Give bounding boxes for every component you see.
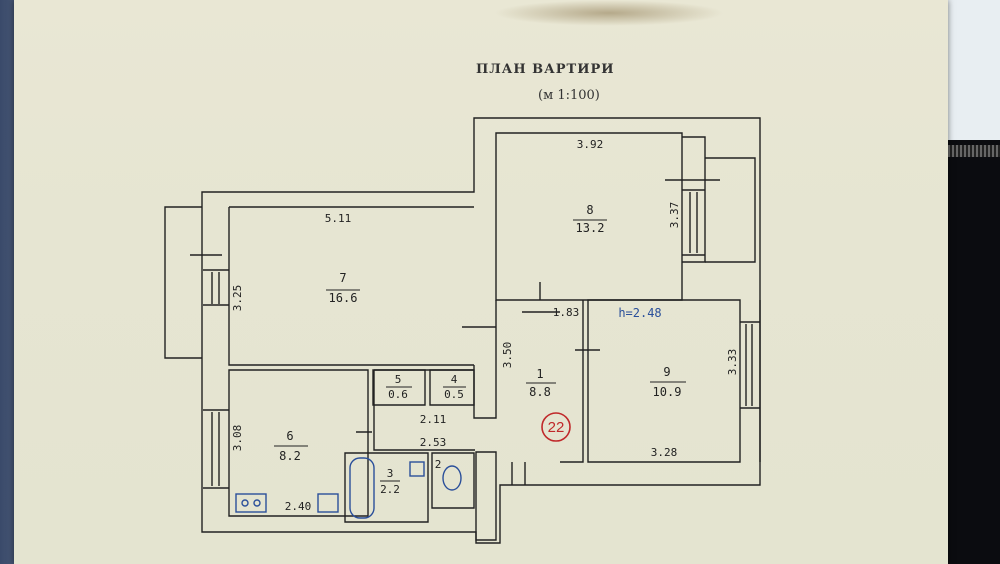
washbasin-icon — [409, 461, 425, 477]
ceiling-height-note: h=2.48 — [618, 306, 661, 320]
room-8-number: 8 — [586, 203, 593, 217]
room-6-area: 8.2 — [279, 449, 301, 463]
room-2-number: 2 — [435, 458, 442, 471]
keyboard-edge — [940, 145, 1000, 157]
plumbing-fixtures — [235, 457, 462, 519]
room-8-area: 13.2 — [576, 221, 605, 235]
room-7-number: 7 — [339, 271, 346, 285]
bathtub-icon — [349, 457, 375, 519]
room-3-area: 2.2 — [380, 483, 400, 496]
dim-room7-width: 5.11 — [325, 212, 352, 225]
room-6-number: 6 — [286, 429, 293, 443]
room-7-area: 16.6 — [329, 291, 358, 305]
paper-stain — [494, 0, 724, 26]
room-5-area: 0.6 — [388, 388, 408, 401]
window-light — [940, 0, 1000, 140]
dim-room8-depth: 3.37 — [668, 202, 681, 229]
room-1-area: 8.8 — [529, 385, 551, 399]
toilet-icon — [442, 465, 462, 491]
dim-room6-depth: 3.08 — [231, 425, 244, 452]
dim-room7-depth: 3.25 — [231, 285, 244, 312]
right-dark-area — [940, 140, 1000, 564]
dim-hall-depth: 3.50 — [501, 342, 514, 369]
stove-icon — [235, 493, 267, 513]
paper-sheet — [14, 0, 948, 564]
plan-title: ПЛАН ВАРТИРИ — [476, 62, 615, 77]
room-1-number: 1 — [536, 367, 543, 381]
dim-room9-depth: 3.33 — [726, 349, 739, 376]
dim-hall-width: 1.83 — [553, 306, 580, 319]
dim-room6-width: 2.40 — [285, 500, 312, 513]
plan-scale: (м 1:100) — [538, 88, 600, 103]
dim-corridor-a: 2.11 — [420, 413, 447, 426]
room-3-number: 3 — [387, 467, 394, 480]
dim-room8-width: 3.92 — [577, 138, 604, 151]
room-9-area: 10.9 — [653, 385, 682, 399]
room-4-area: 0.5 — [444, 388, 464, 401]
room-9-number: 9 — [663, 365, 670, 379]
apartment-number-circle — [541, 412, 571, 442]
dim-corridor-b: 2.53 — [420, 436, 447, 449]
apartment-number: 22 — [548, 419, 565, 436]
room-5-number: 5 — [395, 373, 402, 386]
room-4-number: 4 — [451, 373, 458, 386]
sink-icon — [317, 493, 339, 513]
dim-room9-width: 3.28 — [651, 446, 678, 459]
